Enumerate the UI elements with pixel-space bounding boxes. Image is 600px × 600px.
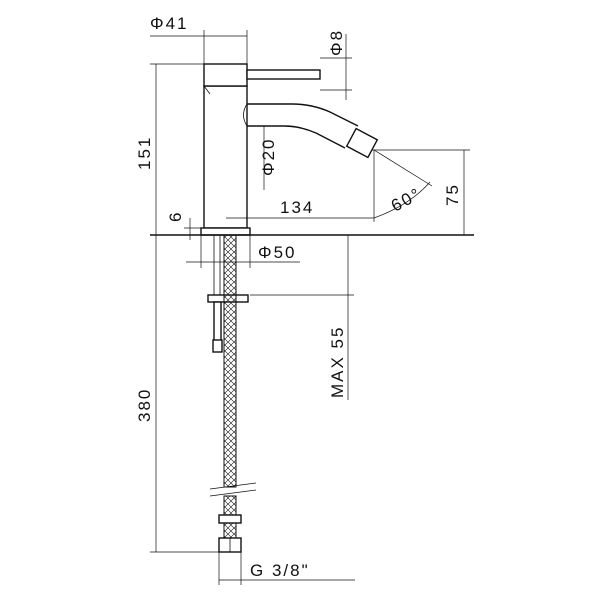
deck-flange xyxy=(200,227,251,236)
flange-thickness-label: 6 xyxy=(166,211,185,222)
connection-label: G 3/8" xyxy=(250,561,310,580)
nozzle-diameter-label: Φ20 xyxy=(259,138,278,176)
max-deck-label: MAX 55 xyxy=(328,326,347,398)
angle-label: 60° xyxy=(388,184,425,216)
spout-diameter-label: Φ41 xyxy=(150,14,188,33)
faucet-body xyxy=(203,63,321,229)
dimension-lines xyxy=(150,30,470,585)
reach-label: 134 xyxy=(280,198,314,217)
hose-length-label: 380 xyxy=(135,388,154,422)
base-diameter-label: Φ50 xyxy=(258,243,296,262)
under-deck-assembly xyxy=(207,234,257,553)
outlet-height-label: 75 xyxy=(443,183,462,206)
spout xyxy=(243,103,379,159)
lever-diameter-label: Φ8 xyxy=(327,29,346,56)
height-label: 151 xyxy=(135,136,154,170)
dimension-labels: Φ41 Φ8 151 Φ20 134 60° 75 6 Φ50 MAX 55 3… xyxy=(135,14,462,580)
